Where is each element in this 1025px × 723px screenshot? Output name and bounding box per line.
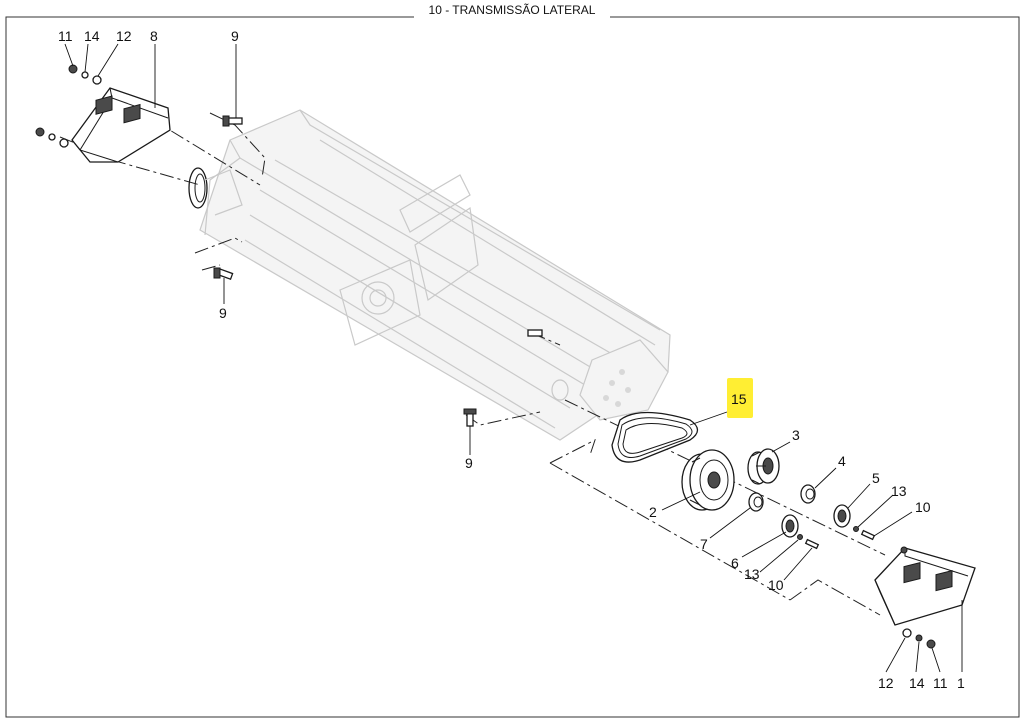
callout-labels: 11 14 12 8 9 9 9 15 3 4 5 13 10 2 7 6 13…	[58, 28, 965, 691]
diagram-title: 10 - TRANSMISSÃO LATERAL	[429, 3, 596, 17]
callout-9-top: 9	[231, 28, 239, 44]
callout-15: 15	[731, 391, 747, 407]
bolt-top	[222, 115, 243, 127]
washer-screw-right	[853, 526, 876, 541]
hub-flange-6	[781, 514, 799, 538]
callout-5: 5	[872, 470, 880, 486]
highlight-15	[727, 378, 753, 418]
callout-11-top: 11	[58, 28, 73, 44]
bolt-housing	[527, 329, 543, 337]
callout-7: 7	[700, 536, 708, 552]
bolt-middle	[213, 267, 234, 281]
callout-4: 4	[838, 453, 846, 469]
callout-11-bottom: 11	[933, 675, 948, 691]
washer-screw-low	[797, 534, 820, 550]
callout-10-right: 10	[915, 499, 931, 515]
v-belt	[611, 411, 699, 463]
title-backdrop	[414, 3, 610, 19]
callout-9-middle: 9	[219, 305, 227, 321]
callout-6: 6	[731, 555, 739, 571]
callout-14-bottom: 14	[909, 675, 925, 691]
callout-8: 8	[150, 28, 158, 44]
callout-3: 3	[792, 427, 800, 443]
large-pulley	[681, 449, 735, 511]
hub-flange-5	[833, 504, 851, 528]
callout-9-lower: 9	[465, 455, 473, 471]
callout-13-low: 13	[744, 566, 760, 582]
vent-grille-top-left	[95, 95, 141, 124]
callout-1: 1	[957, 675, 965, 691]
small-pulley	[747, 448, 780, 485]
guard-cover-top-left	[71, 87, 171, 163]
callout-10-low: 10	[768, 577, 784, 593]
guard-cover-bottom-right	[874, 546, 976, 626]
bolt-lower	[463, 408, 477, 427]
fastener-stack-bottom-right	[902, 628, 936, 649]
callout-14-top: 14	[84, 28, 100, 44]
callout-13-right: 13	[891, 483, 907, 499]
taper-bushing-7	[748, 492, 764, 512]
rotor-housing-ghost	[188, 109, 671, 441]
callout-12-bottom: 12	[878, 675, 894, 691]
taper-bushing-4	[800, 484, 816, 504]
leader-lines	[64, 43, 963, 673]
callout-2: 2	[649, 504, 657, 520]
fastener-stack-top-left	[35, 64, 102, 148]
callout-12-top: 12	[116, 28, 132, 44]
